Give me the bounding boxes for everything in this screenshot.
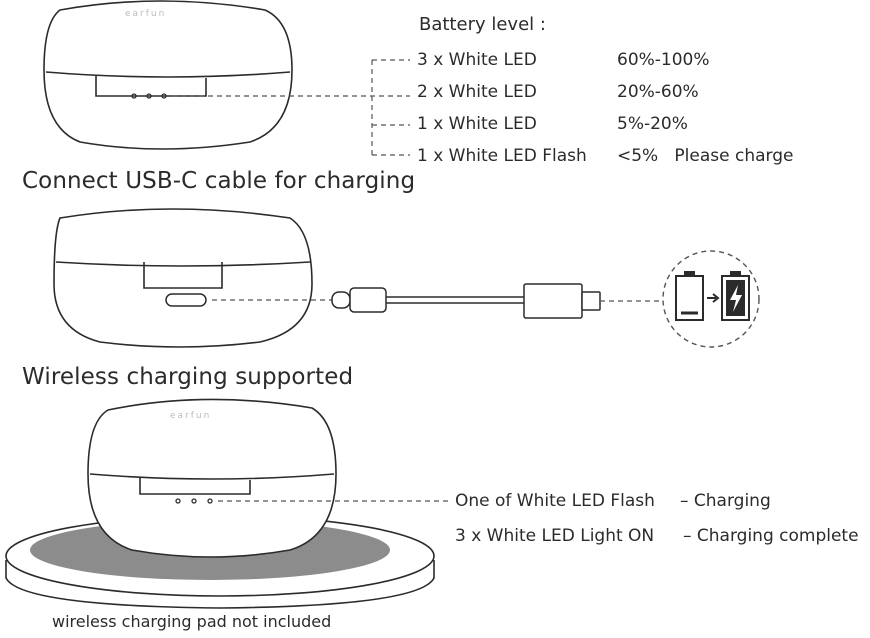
usb-cable (212, 283, 664, 319)
charging-case-top (43, 0, 293, 150)
wireless-status-label: 3 x White LED Light ON (455, 526, 655, 546)
battery-row-level: 5%-20% (617, 114, 688, 134)
battery-row-level: 60%-100% (617, 50, 710, 70)
brand-logo-top: earfun (125, 9, 166, 19)
wireless-status-label: One of White LED Flash (455, 491, 655, 511)
usb-c-port (165, 293, 207, 307)
battery-row-led: 2 x White LED (417, 82, 537, 102)
battery-leader-lines (172, 59, 410, 156)
wireless-section-heading: Wireless charging supported (22, 364, 354, 390)
battery-row-level: <5% Please charge (617, 146, 794, 166)
battery-row-led: 1 x White LED (417, 114, 537, 134)
usb-section-heading: Connect USB-C cable for charging (22, 168, 416, 194)
pad-not-included-note: wireless charging pad not included (52, 612, 332, 631)
charging-case-usb (53, 208, 313, 348)
battery-row-led: 1 x White LED Flash (417, 146, 587, 166)
battery-level-title: Battery level : (419, 14, 546, 35)
charging-case-wireless (87, 398, 337, 558)
wireless-status-state: – Charging complete (683, 526, 859, 546)
brand-logo-wireless: earfun (170, 411, 211, 421)
led-indicators-top (131, 93, 167, 99)
battery-row-led: 3 x White LED (417, 50, 537, 70)
led-indicators-wireless (175, 498, 213, 504)
wireless-status-state: – Charging (680, 491, 771, 511)
battery-row-level: 20%-60% (617, 82, 699, 102)
battery-charging-icon (662, 250, 760, 348)
